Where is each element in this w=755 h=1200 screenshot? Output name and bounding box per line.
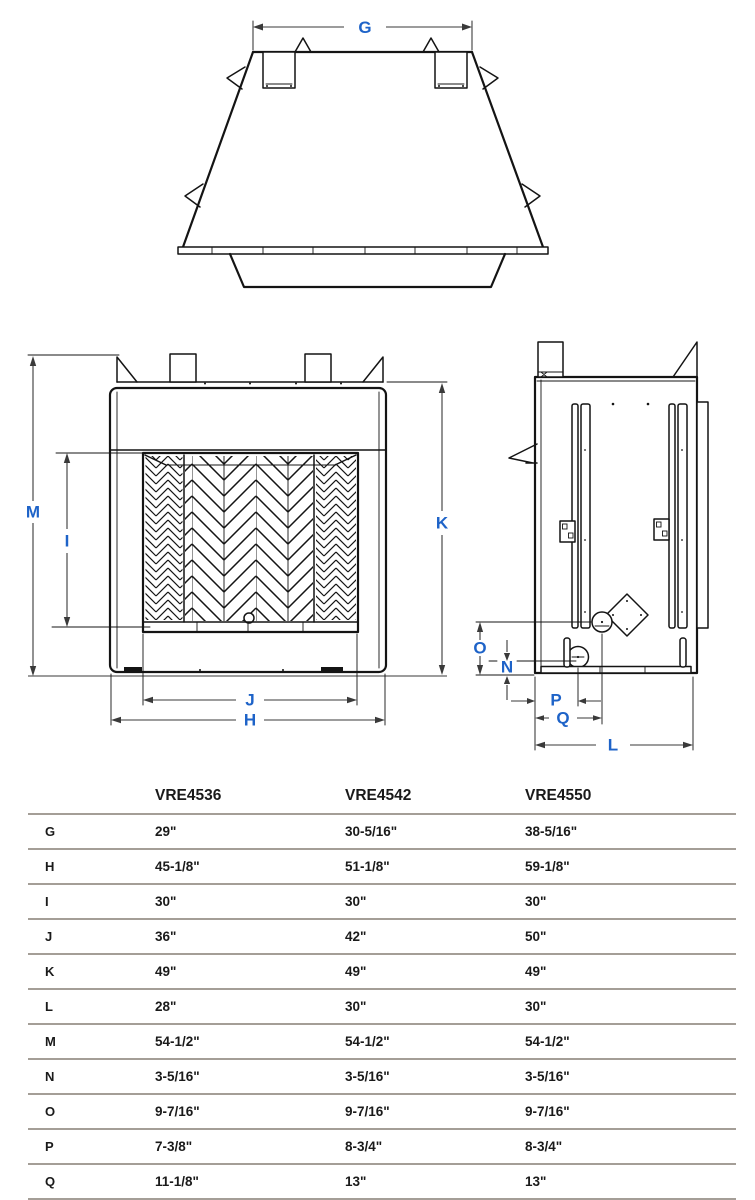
dim-label-l: L [608, 736, 618, 755]
dim-label-h: H [244, 711, 256, 730]
dim-value-cell: 49" [525, 964, 547, 979]
table-row: O 9-7/16" 9-7/16" 9-7/16" [28, 1095, 736, 1130]
dim-letter-cell: H [45, 859, 55, 874]
dim-value-cell: 42" [345, 929, 367, 944]
dim-value-cell: 30" [525, 894, 547, 909]
dim-value-cell: 30-5/16" [345, 824, 398, 839]
dim-value-cell: 50" [525, 929, 547, 944]
dim-value-cell: 3-5/16" [155, 1069, 200, 1084]
dim-letter-cell: N [45, 1069, 55, 1084]
dim-letter-cell: M [45, 1034, 56, 1049]
dim-value-cell: 30" [525, 999, 547, 1014]
dim-value-cell: 49" [345, 964, 367, 979]
dim-value-cell: 36" [155, 929, 177, 944]
dim-value-cell: 11-1/8" [155, 1174, 199, 1189]
dim-letter-cell: I [45, 894, 49, 909]
front-view-drawing: M I K J H [26, 353, 449, 730]
dim-value-cell: 13" [525, 1174, 547, 1189]
dim-label-q: Q [556, 709, 569, 728]
dim-letter-cell: K [45, 964, 55, 979]
table-row: M 54-1/2" 54-1/2" 54-1/2" [28, 1025, 736, 1060]
table-row: J 36" 42" 50" [28, 920, 736, 955]
dim-letter-cell: O [45, 1104, 56, 1119]
table-row: H 45-1/8" 51-1/8" 59-1/8" [28, 850, 736, 885]
side-view-drawing: O N P Q L [473, 341, 709, 755]
dim-letter-cell: P [45, 1139, 54, 1154]
dim-value-cell: 28" [155, 999, 177, 1014]
dim-value-cell: 8-3/4" [525, 1139, 563, 1154]
table-row: L 28" 30" 30" [28, 990, 736, 1025]
dim-value-cell: 54-1/2" [155, 1034, 200, 1049]
column-header: VRE4550 [525, 787, 592, 804]
dim-label-k: K [436, 514, 449, 533]
table-row: N 3-5/16" 3-5/16" 3-5/16" [28, 1060, 736, 1095]
top-view-drawing: G [177, 18, 549, 289]
dim-label-j: J [245, 691, 254, 710]
dim-label-g: G [358, 18, 371, 37]
dimension-drawings: G [26, 18, 709, 755]
dim-value-cell: 9-7/16" [525, 1104, 570, 1119]
table-row: G 29" 30-5/16" 38-5/16" [28, 815, 736, 850]
dim-value-cell: 13" [345, 1174, 367, 1189]
table-header-row: VRE4536 VRE4542 VRE4550 [28, 779, 736, 815]
dim-value-cell: 9-7/16" [345, 1104, 390, 1119]
dim-letter-cell: L [45, 999, 53, 1014]
dim-value-cell: 30" [155, 894, 177, 909]
dim-value-cell: 59-1/8" [525, 859, 570, 874]
dim-value-cell: 54-1/2" [345, 1034, 390, 1049]
dim-value-cell: 38-5/16" [525, 824, 578, 839]
dim-letter-cell: Q [45, 1174, 56, 1189]
dim-value-cell: 49" [155, 964, 177, 979]
dim-value-cell: 54-1/2" [525, 1034, 570, 1049]
dim-value-cell: 51-1/8" [345, 859, 390, 874]
dim-value-cell: 9-7/16" [155, 1104, 200, 1119]
dim-value-cell: 3-5/16" [525, 1069, 570, 1084]
dim-value-cell: 45-1/8" [155, 859, 200, 874]
dim-label-m: M [26, 503, 40, 522]
dim-value-cell: 30" [345, 894, 367, 909]
table-row: I 30" 30" 30" [28, 885, 736, 920]
spec-table: VRE4536 VRE4542 VRE4550 G 29" 30-5/16" 3… [28, 779, 736, 1200]
column-header: VRE4536 [155, 787, 222, 804]
dim-letter-cell: G [45, 824, 56, 839]
table-row: P 7-3/8" 8-3/4" 8-3/4" [28, 1130, 736, 1165]
dim-value-cell: 29" [155, 824, 177, 839]
dim-value-cell: 3-5/16" [345, 1069, 390, 1084]
dim-label-n: N [501, 658, 513, 677]
dim-value-cell: 30" [345, 999, 367, 1014]
dim-letter-cell: J [45, 929, 53, 944]
table-row: K 49" 49" 49" [28, 955, 736, 990]
dim-label-p: P [550, 691, 561, 710]
dim-value-cell: 8-3/4" [345, 1139, 383, 1154]
table-row: Q 11-1/8" 13" 13" [28, 1165, 736, 1200]
dim-label-i: I [65, 532, 70, 551]
dim-label-o: O [473, 639, 486, 658]
dim-value-cell: 7-3/8" [155, 1139, 193, 1154]
column-header: VRE4542 [345, 787, 412, 804]
